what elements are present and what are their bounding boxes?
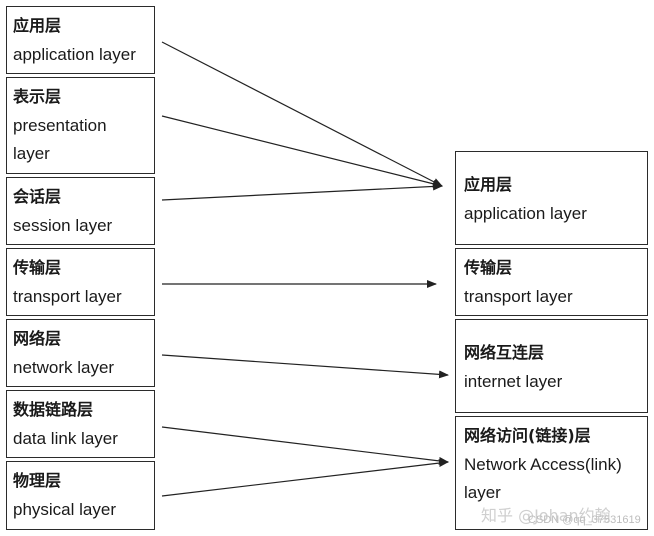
- layer-en: Network Access(link) layer: [464, 455, 622, 502]
- osi-physical-box: 物理层 physical layer: [6, 461, 155, 530]
- watermark: 知乎 @Johan约翰: [481, 506, 611, 525]
- arrow-session: [161, 182, 443, 201]
- osi-session-box: 会话层 session layer: [6, 177, 155, 245]
- arrow-physical: [161, 459, 449, 497]
- layer-cn: 应用层: [464, 175, 513, 194]
- layer-en: network layer: [13, 358, 115, 377]
- layer-en: physical layer: [13, 500, 116, 519]
- tcpip-application-box: 应用层 application layer: [455, 151, 648, 245]
- tcpip-internet-box: 网络互连层 internet layer: [455, 319, 648, 413]
- osi-transport-box: 传输层 transport layer: [6, 248, 155, 316]
- layer-cn: 传输层: [464, 258, 513, 277]
- layer-cn: 网络层: [13, 329, 62, 348]
- arrow-application: [161, 41, 443, 187]
- osi-presentation-box: 表示层 presentation layer: [6, 77, 155, 174]
- tcpip-network-access-box: 网络访问(链接)层 Network Access(link) layer: [455, 416, 648, 530]
- arrow-datalink: [161, 426, 449, 465]
- layer-cn: 传输层: [13, 258, 62, 277]
- layer-cn: 表示层: [13, 87, 62, 106]
- tcpip-transport-box: 传输层 transport layer: [455, 248, 648, 316]
- watermark-csdn: CSDN @qq_37531619: [528, 514, 641, 526]
- layer-en: internet layer: [464, 372, 563, 391]
- layer-cn: 网络互连层: [464, 343, 545, 362]
- layer-en: session layer: [13, 216, 113, 235]
- layer-en: application layer: [13, 45, 136, 64]
- layer-en: application layer: [464, 204, 587, 223]
- layer-en: data link layer: [13, 429, 118, 448]
- arrow-network: [161, 354, 449, 379]
- arrow-presentation: [161, 115, 443, 188]
- layer-cn: 会话层: [13, 187, 62, 206]
- layer-cn: 应用层: [13, 16, 62, 35]
- layer-en: presentation layer: [13, 116, 107, 163]
- layer-cn: 物理层: [13, 471, 62, 490]
- layer-en: transport layer: [13, 287, 122, 306]
- layer-cn: 数据链路层: [13, 400, 94, 419]
- osi-network-box: 网络层 network layer: [6, 319, 155, 387]
- layer-cn: 网络访问(链接)层: [464, 426, 591, 445]
- layer-en: transport layer: [464, 287, 573, 306]
- osi-datalink-box: 数据链路层 data link layer: [6, 390, 155, 458]
- osi-application-box: 应用层 application layer: [6, 6, 155, 74]
